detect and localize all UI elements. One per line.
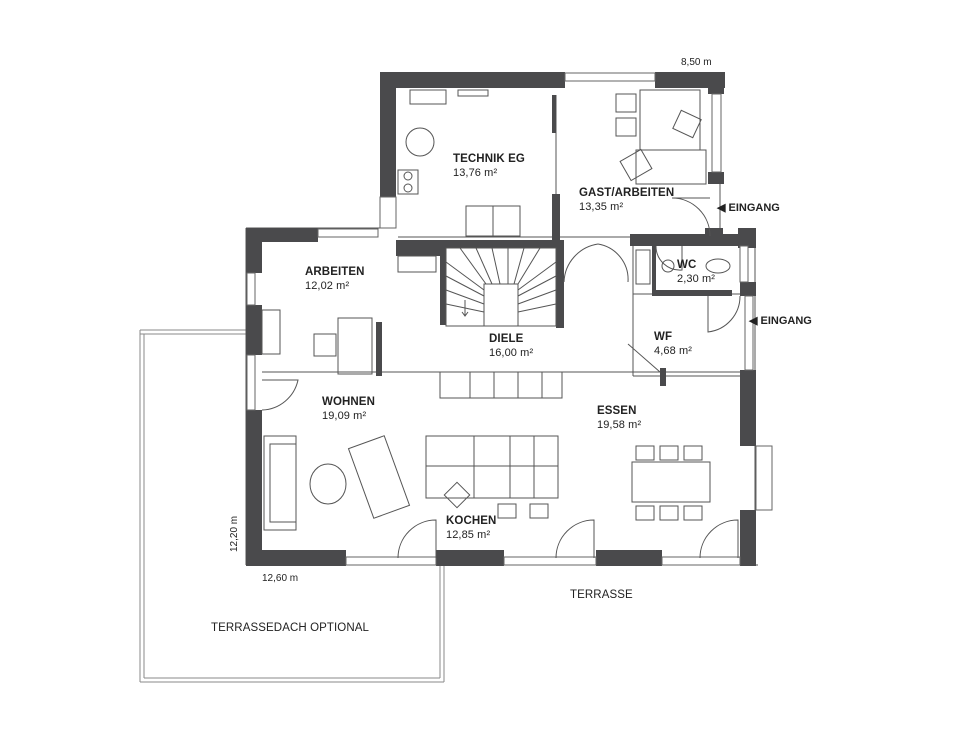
staircase — [445, 247, 557, 327]
room-area: 4,68 m² — [654, 345, 692, 357]
interior-lines — [245, 74, 758, 566]
room-label-gast: GAST/ARBEITEN 13,35 m² — [579, 187, 674, 213]
room-label-essen: ESSEN 19,58 m² — [597, 405, 641, 431]
room-name: WOHNEN — [322, 396, 375, 408]
windows — [246, 72, 773, 566]
dimension-top: 8,50 m — [681, 57, 712, 68]
entrance-label-upper: ◀ EINGANG — [717, 201, 780, 214]
room-area: 13,76 m² — [453, 167, 498, 179]
room-label-wohnen: WOHNEN 19,09 m² — [322, 396, 375, 422]
room-name: WF — [654, 331, 673, 343]
entrance-arrow-icon: ◀ — [717, 202, 726, 214]
room-name: ARBEITEN — [305, 266, 365, 278]
room-label-arbeiten: ARBEITEN 12,02 m² — [305, 266, 365, 292]
entrance-text: EINGANG — [728, 202, 780, 214]
entrance-label-lower: ◀ EINGANG — [749, 314, 812, 327]
room-area: 13,35 m² — [579, 201, 624, 213]
room-label-wf: WF 4,68 m² — [654, 331, 692, 357]
terrace-roof-label: TERRASSEDACH OPTIONAL — [211, 622, 370, 634]
room-area: 16,00 m² — [489, 347, 534, 359]
room-area: 12,85 m² — [446, 529, 491, 541]
furniture — [261, 89, 731, 531]
room-label-technik: TECHNIK EG 13,76 m² — [453, 153, 525, 179]
terrace-roof-outline — [139, 329, 445, 683]
dimension-left: 12,20 m — [229, 515, 240, 552]
room-area: 19,09 m² — [322, 410, 367, 422]
room-label-diele: DIELE 16,00 m² — [489, 333, 533, 359]
room-area: 19,58 m² — [597, 419, 642, 431]
room-label-wc: WC 2,30 m² — [677, 259, 715, 285]
room-name: KOCHEN — [446, 515, 497, 527]
entrance-text: EINGANG — [760, 315, 812, 327]
room-name: DIELE — [489, 333, 524, 345]
entrance-arrow-icon: ◀ — [749, 315, 758, 327]
dimension-bottom: 12,60 m — [262, 573, 299, 584]
doors — [261, 197, 741, 559]
room-name: WC — [677, 259, 697, 271]
room-name: TECHNIK EG — [453, 153, 525, 165]
room-area: 12,02 m² — [305, 280, 350, 292]
room-name: ESSEN — [597, 405, 637, 417]
room-area: 2,30 m² — [677, 273, 715, 285]
room-name: GAST/ARBEITEN — [579, 187, 675, 199]
walls — [246, 72, 756, 566]
room-label-kochen: KOCHEN 12,85 m² — [446, 515, 496, 541]
terrace-label: TERRASSE — [570, 589, 633, 601]
